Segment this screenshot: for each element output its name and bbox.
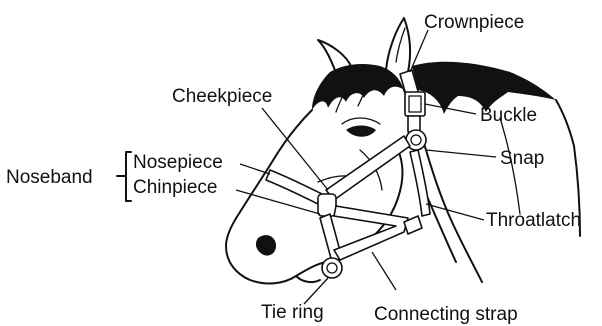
label-tie-ring: Tie ring xyxy=(261,302,324,323)
halter-connecting-strap xyxy=(334,206,408,260)
nostril xyxy=(256,235,276,255)
label-snap: Snap xyxy=(500,148,544,169)
leader-nosepiece xyxy=(240,164,270,174)
halter-tie-ring xyxy=(322,258,342,278)
forelock xyxy=(312,64,404,110)
halter xyxy=(266,70,430,278)
label-noseband: Noseband xyxy=(6,167,93,188)
label-chinpiece: Chinpiece xyxy=(133,177,218,198)
label-nosepiece: Nosepiece xyxy=(133,152,223,173)
label-cheekpiece: Cheekpiece xyxy=(172,86,272,107)
halter-side-strap xyxy=(326,136,410,200)
leader-buckle xyxy=(425,104,476,114)
label-crownpiece: Crownpiece xyxy=(424,12,524,33)
halter-throatlatch xyxy=(410,150,430,216)
eye xyxy=(346,126,376,137)
label-connecting-strap: Connecting strap xyxy=(374,304,518,325)
label-buckle: Buckle xyxy=(480,105,537,126)
halter-noseband-ring xyxy=(318,194,336,216)
leader-connecting-strap xyxy=(372,252,396,290)
front-ear xyxy=(386,18,410,72)
label-throatlatch: Throatlatch xyxy=(486,210,581,231)
leader-snap xyxy=(426,150,496,157)
